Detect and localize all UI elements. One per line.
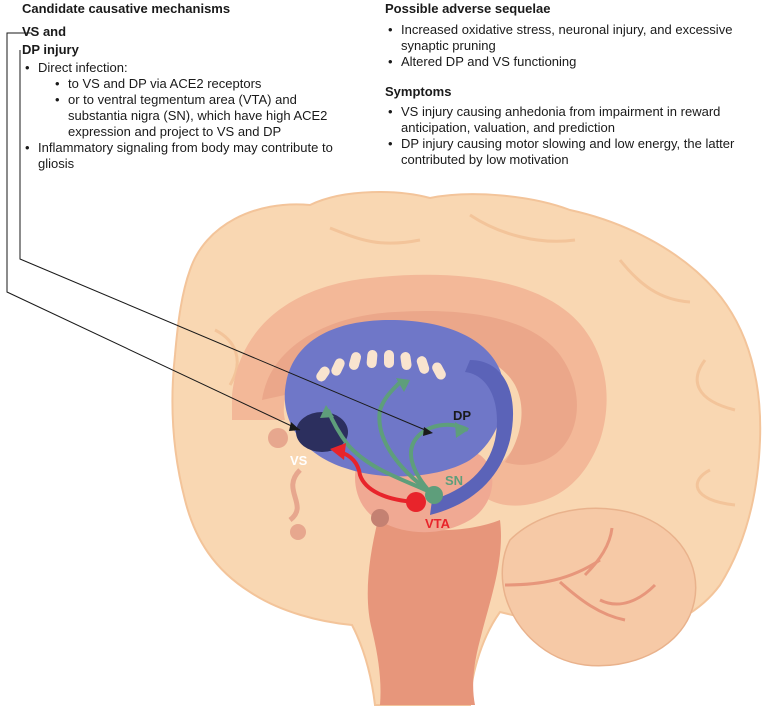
vs-leader-arrowhead	[289, 422, 300, 431]
symptoms-title: Symptoms	[385, 84, 452, 99]
arbor-vitae	[504, 527, 657, 622]
brainstem	[367, 520, 501, 705]
sn-node	[425, 486, 443, 504]
symptoms-list: VS injury causing anhedonia from impairm…	[385, 104, 755, 168]
sn-pathways	[326, 378, 469, 494]
mechanisms-title: Candidate causative mechanisms	[22, 1, 231, 16]
left-pink-node	[268, 428, 288, 448]
caudate-tail	[430, 360, 514, 515]
mechanisms-list: Direct infection: to VS and DP via ACE2 …	[22, 60, 352, 172]
cerebellum	[501, 507, 697, 667]
vta-side-node	[371, 509, 389, 527]
sequelae-bullet: Altered DP and VS functioning	[385, 54, 755, 70]
symptom-bullet: DP injury causing motor slowing and low …	[385, 136, 755, 168]
leader-lines	[6, 32, 431, 433]
sequelae-bullet: Increased oxidative stress, neuronal inj…	[385, 22, 755, 54]
dp-leader-arrowhead	[423, 427, 433, 436]
sn-arrowhead-left	[320, 405, 334, 418]
vta-node	[406, 492, 426, 512]
mechanisms-subtitle-1: VS and	[22, 24, 67, 39]
pituitary-stalk	[288, 468, 302, 522]
dp-label: DP	[453, 408, 471, 423]
vta-label: VTA	[425, 516, 451, 531]
symptom-bullet: VS injury causing anhedonia from impairm…	[385, 104, 755, 136]
sn-arrowhead-top	[396, 378, 410, 392]
mechanism-sub-bullet: to VS and DP via ACE2 receptors	[52, 76, 352, 92]
lower-pink-node	[290, 524, 306, 540]
sequelae-list: Increased oxidative stress, neuronal inj…	[385, 22, 755, 70]
sn-arrowhead-right	[455, 422, 468, 438]
sn-label: SN	[445, 473, 463, 488]
striatum	[284, 320, 504, 477]
vta-pathway	[339, 450, 416, 504]
vta-arrowhead	[330, 443, 346, 460]
mechanism-sub-bullet: or to ventral tegmentum area (VTA) and s…	[52, 92, 352, 140]
vs-label: VS	[290, 453, 308, 468]
internal-capsule-stripes	[316, 350, 446, 382]
mechanisms-subtitle-2: DP injury	[22, 42, 79, 57]
mechanism-bullet: Direct infection: to VS and DP via ACE2 …	[22, 60, 352, 140]
mechanism-bullet: Inflammatory signaling from body may con…	[22, 140, 352, 172]
sequelae-title: Possible adverse sequelae	[385, 1, 551, 16]
gyri-lines	[214, 213, 736, 507]
